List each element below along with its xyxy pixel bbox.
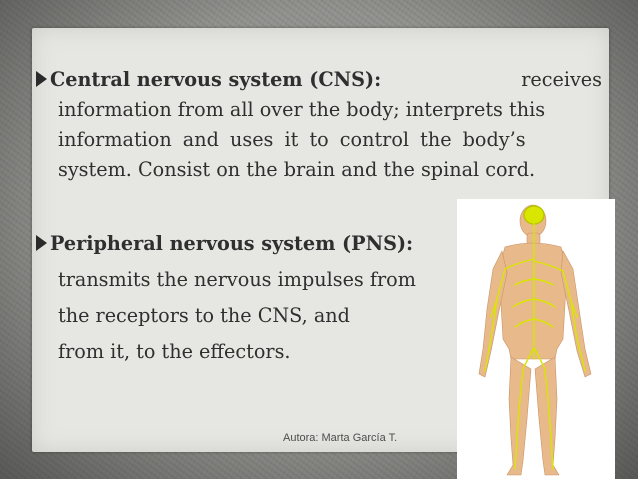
- cns-term: Central nervous system (CNS):: [50, 68, 382, 91]
- pns-line-4: from it, to the effectors.: [58, 340, 291, 363]
- cns-line-1: Central nervous system (CNS): receives: [36, 65, 602, 95]
- pns-line-1: Peripheral nervous system (PNS):: [36, 226, 456, 262]
- cns-term-wrap: Central nervous system (CNS):: [36, 65, 381, 95]
- bullet-icon: [36, 71, 47, 87]
- bullet-icon: [36, 235, 47, 251]
- nervous-system-figure: [457, 199, 615, 479]
- author-credit: Autora: Marta García T.: [283, 432, 398, 444]
- pns-term: Peripheral nervous system (PNS):: [50, 232, 414, 255]
- pns-paragraph: Peripheral nervous system (PNS): transmi…: [36, 226, 456, 370]
- pns-line-2: transmits the nervous impulses from: [58, 268, 416, 291]
- cns-line-4: system. Consist on the brain and the spi…: [58, 158, 536, 181]
- cns-line-2: information from all over the body; inte…: [58, 98, 546, 121]
- cns-line-3: information and uses it to control the b…: [58, 128, 526, 151]
- human-nervous-system-icon: [478, 204, 592, 476]
- pns-line-3: the receptors to the CNS, and: [58, 304, 350, 327]
- cns-paragraph: Central nervous system (CNS): receives i…: [36, 65, 602, 185]
- cns-line1-rest: receives: [521, 68, 602, 91]
